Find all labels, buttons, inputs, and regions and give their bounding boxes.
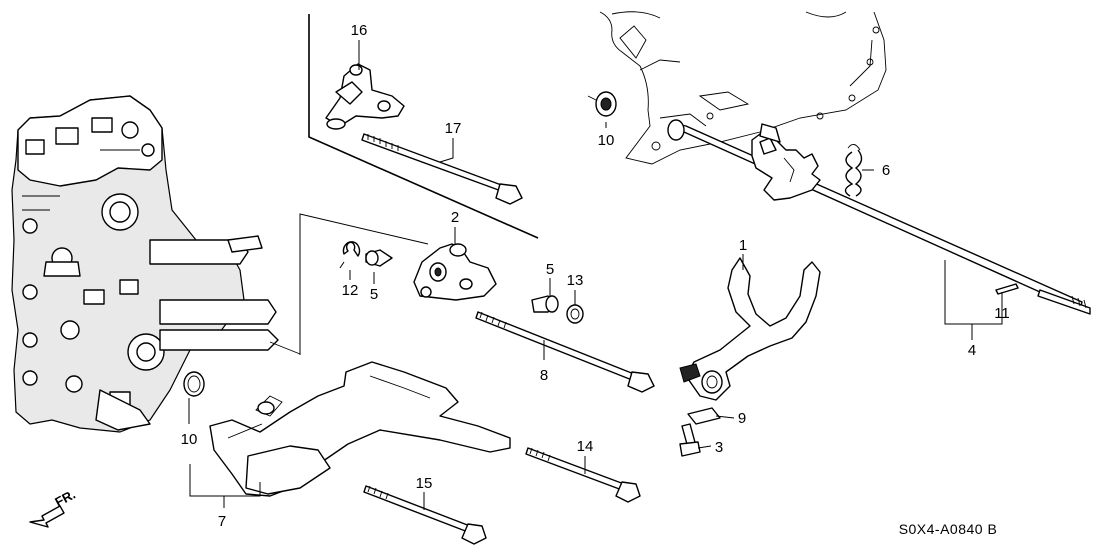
- callout-15: 15: [416, 475, 433, 492]
- part-9-lock-washer: [687, 407, 721, 425]
- part-3-bolt: [679, 423, 701, 457]
- part-13-snap-ring-left: [342, 241, 361, 257]
- part-17-bolt: [361, 133, 523, 205]
- callout-6: 6: [882, 162, 890, 179]
- callout-5-right: 5: [546, 261, 554, 278]
- part-5-collar-left: [365, 249, 393, 267]
- diagram-code: S0X4-A0840 B: [899, 521, 998, 537]
- part-5-collar-right: [531, 295, 559, 313]
- callout-13-left: 12: [342, 282, 359, 299]
- callout-16: 16: [351, 22, 368, 39]
- part-4-control-shaft: [667, 119, 1091, 315]
- part-15-bolt: [363, 485, 487, 545]
- part-10-oil-seal: [587, 91, 617, 117]
- callout-2: 2: [451, 209, 459, 226]
- part-11-o-ring: [183, 371, 205, 397]
- part-6-spring: [844, 144, 863, 197]
- callout-1: 1: [739, 237, 747, 254]
- part-12-pin: [995, 283, 1019, 295]
- callout-10: 10: [598, 132, 615, 149]
- valve-body: [11, 95, 301, 433]
- part-7-strainer: [209, 361, 511, 497]
- callout-4: 4: [968, 342, 976, 359]
- callout-14: 14: [577, 438, 594, 455]
- inset-frame: [308, 14, 539, 239]
- part-14-bolt: [525, 447, 641, 503]
- callout-5-left: 5: [370, 286, 378, 303]
- transmission-housing: [599, 11, 887, 165]
- callout-12: 11: [994, 305, 1010, 322]
- leader-lines: [188, 40, 1003, 510]
- part-8-bolt: [475, 311, 655, 393]
- part-16-cover-plate: [325, 63, 405, 130]
- front-label: FR.: [52, 487, 78, 510]
- callout-labels: 16 17 10 6 2 12 5 5 13 1 11 4 8 9 3 10 7…: [181, 22, 1010, 530]
- callout-3: 3: [715, 439, 723, 456]
- part-1-shift-fork: [679, 257, 821, 401]
- callout-9: 9: [738, 410, 746, 427]
- callout-17: 17: [445, 120, 462, 137]
- callout-11: 10: [181, 431, 198, 448]
- callout-13-right: 13: [567, 272, 584, 289]
- part-13-snap-ring-right: [566, 304, 584, 324]
- part-2-shift-arm-holder: [413, 243, 497, 301]
- callout-7: 7: [218, 513, 226, 530]
- front-direction-arrow: FR.: [29, 487, 78, 528]
- callout-8: 8: [540, 367, 548, 384]
